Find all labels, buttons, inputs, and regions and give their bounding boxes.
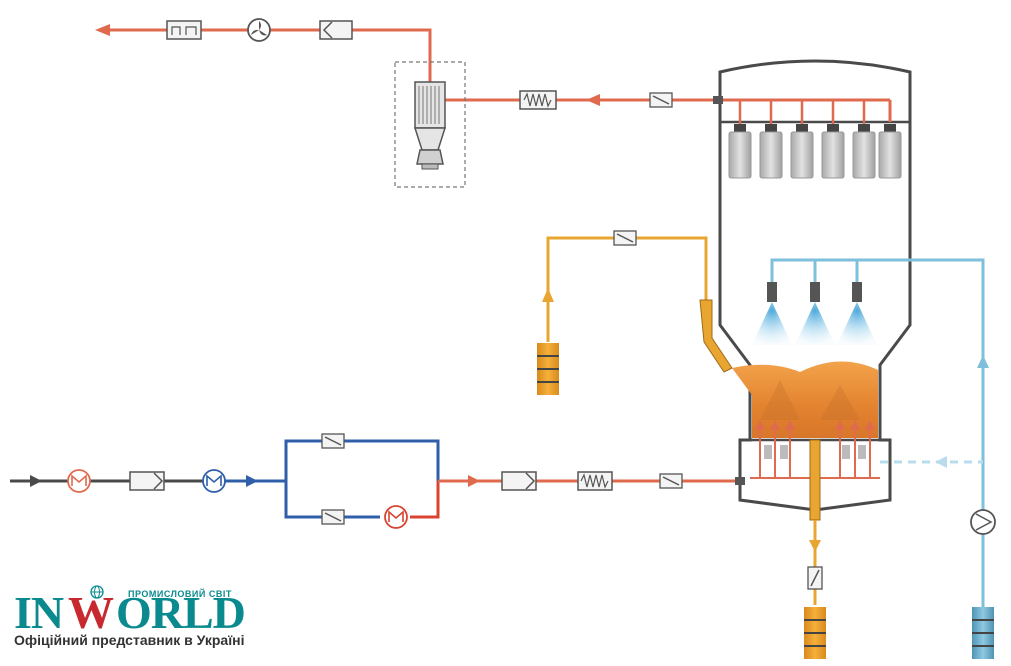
filter-icon [501, 471, 537, 491]
pump-icon [970, 509, 996, 535]
inworld-logo: IN W ORLD [14, 585, 246, 638]
heater-icon [67, 469, 91, 493]
nozzle [795, 282, 835, 345]
nozzle [752, 282, 792, 345]
heat-exchanger-icon [577, 471, 613, 491]
logo-tagline: ПРОМИСЛОВИЙ СВІТ [128, 589, 232, 599]
filter-bag-manifold [713, 96, 892, 124]
logo-text-left: IN [14, 587, 64, 638]
globe-icon [90, 585, 104, 599]
damper-icon [807, 566, 823, 590]
filter-bag [821, 124, 845, 179]
inlet-air-line [10, 439, 745, 519]
fan-icon [247, 18, 271, 42]
silencer-icon [166, 20, 202, 40]
liquid-barrel [972, 607, 994, 659]
exhaust-line [95, 24, 720, 106]
logo-text-right: ORLD [116, 587, 245, 638]
filter-bags [728, 124, 902, 179]
logo-caption: Офіційний представник в Україні [14, 632, 245, 648]
filter-bag [790, 124, 814, 179]
filter-icon [129, 471, 165, 491]
heat-exchanger-icon [519, 90, 557, 110]
cyclone-filter-icon [394, 61, 466, 188]
damper-icon [613, 230, 637, 246]
damper-icon [659, 473, 683, 489]
spray-nozzles [752, 282, 877, 345]
liquid-line [770, 258, 989, 610]
feed-line [542, 236, 733, 373]
nozzle [837, 282, 877, 345]
filter-bag [728, 124, 752, 179]
filter-bag [878, 124, 902, 179]
damper-icon [321, 509, 345, 525]
cooler-icon [202, 469, 226, 493]
product-barrel [804, 607, 826, 659]
fluidized-bed [732, 361, 878, 438]
feed-barrel [537, 343, 559, 395]
discharge-line [809, 439, 821, 605]
heater-icon [384, 505, 408, 529]
filter-icon [319, 20, 353, 40]
filter-bag [852, 124, 876, 179]
damper-icon [649, 92, 673, 108]
damper-icon [321, 433, 345, 449]
filter-bag [759, 124, 783, 179]
